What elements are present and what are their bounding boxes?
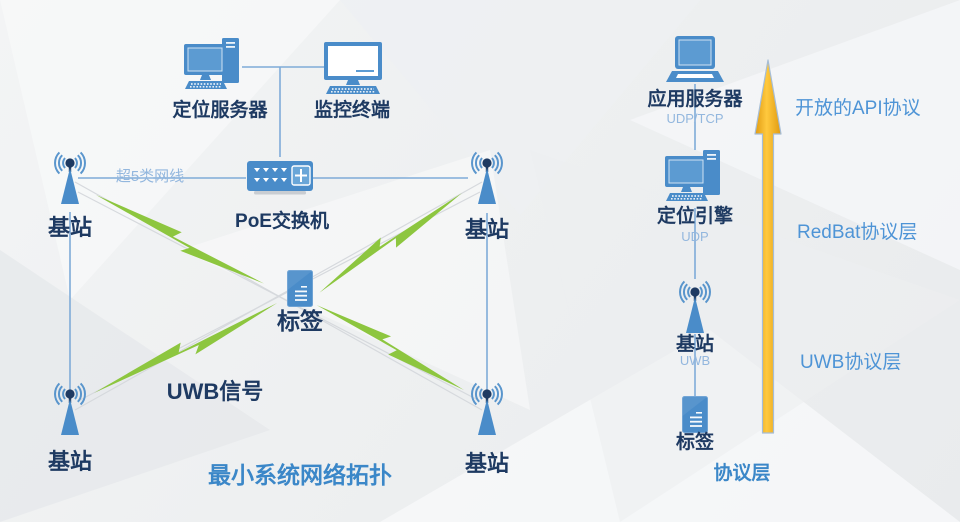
base-station-antenna-stack (673, 277, 717, 339)
application-server-icon (666, 36, 724, 86)
protocol-layer-api: 开放的API协议 (795, 98, 921, 119)
monitoring-terminal-label: 监控终端 (313, 100, 390, 121)
application-server-protocol: UDP/TCP (666, 111, 724, 126)
base-station-antenna-bottom-left (48, 379, 92, 441)
cat5e-cable-label: 超5类网线 (115, 168, 185, 185)
protocol-stack-caption: 协议层 (713, 463, 771, 484)
monitoring-terminal-icon (322, 40, 384, 96)
topology-caption: 最小系统网络拓扑 (208, 462, 392, 488)
base-station-label-bottom-left: 基站 (47, 449, 92, 474)
positioning-server-icon (182, 36, 246, 96)
tag-icon (287, 270, 313, 307)
positioning-server-label: 定位服务器 (172, 100, 268, 121)
protocol-layer-redbat: RedBat协议层 (797, 222, 918, 243)
tag-stack-label: 标签 (675, 432, 714, 453)
uwb-signal-label: UWB信号 (166, 379, 264, 404)
protocol-layer-uwb: UWB协议层 (800, 352, 902, 373)
uwb-lightning-bolts (94, 193, 464, 393)
base-station-antenna-top-left (48, 148, 92, 210)
base-station-stack-protocol: UWB (679, 353, 711, 368)
protocol-arrow (754, 59, 782, 434)
base-station-antenna-top-right (465, 148, 509, 210)
positioning-engine-icon (663, 148, 727, 208)
application-server-label: 应用服务器 (647, 89, 743, 110)
base-station-stack-label: 基站 (675, 334, 714, 355)
base-station-label-top-right: 基站 (464, 217, 509, 242)
tag-label: 标签 (277, 308, 323, 334)
poe-switch-icon (246, 155, 314, 197)
cable-lines (69, 66, 696, 396)
tag-stack-icon (682, 396, 708, 433)
base-station-label-top-left: 基站 (47, 215, 92, 240)
base-station-label-bottom-right: 基站 (464, 451, 509, 476)
positioning-engine-protocol: UDP (681, 229, 709, 244)
poe-switch-label: PoE交换机 (235, 211, 329, 232)
base-station-antenna-bottom-right (465, 379, 509, 441)
positioning-engine-label: 定位引擎 (656, 206, 733, 227)
